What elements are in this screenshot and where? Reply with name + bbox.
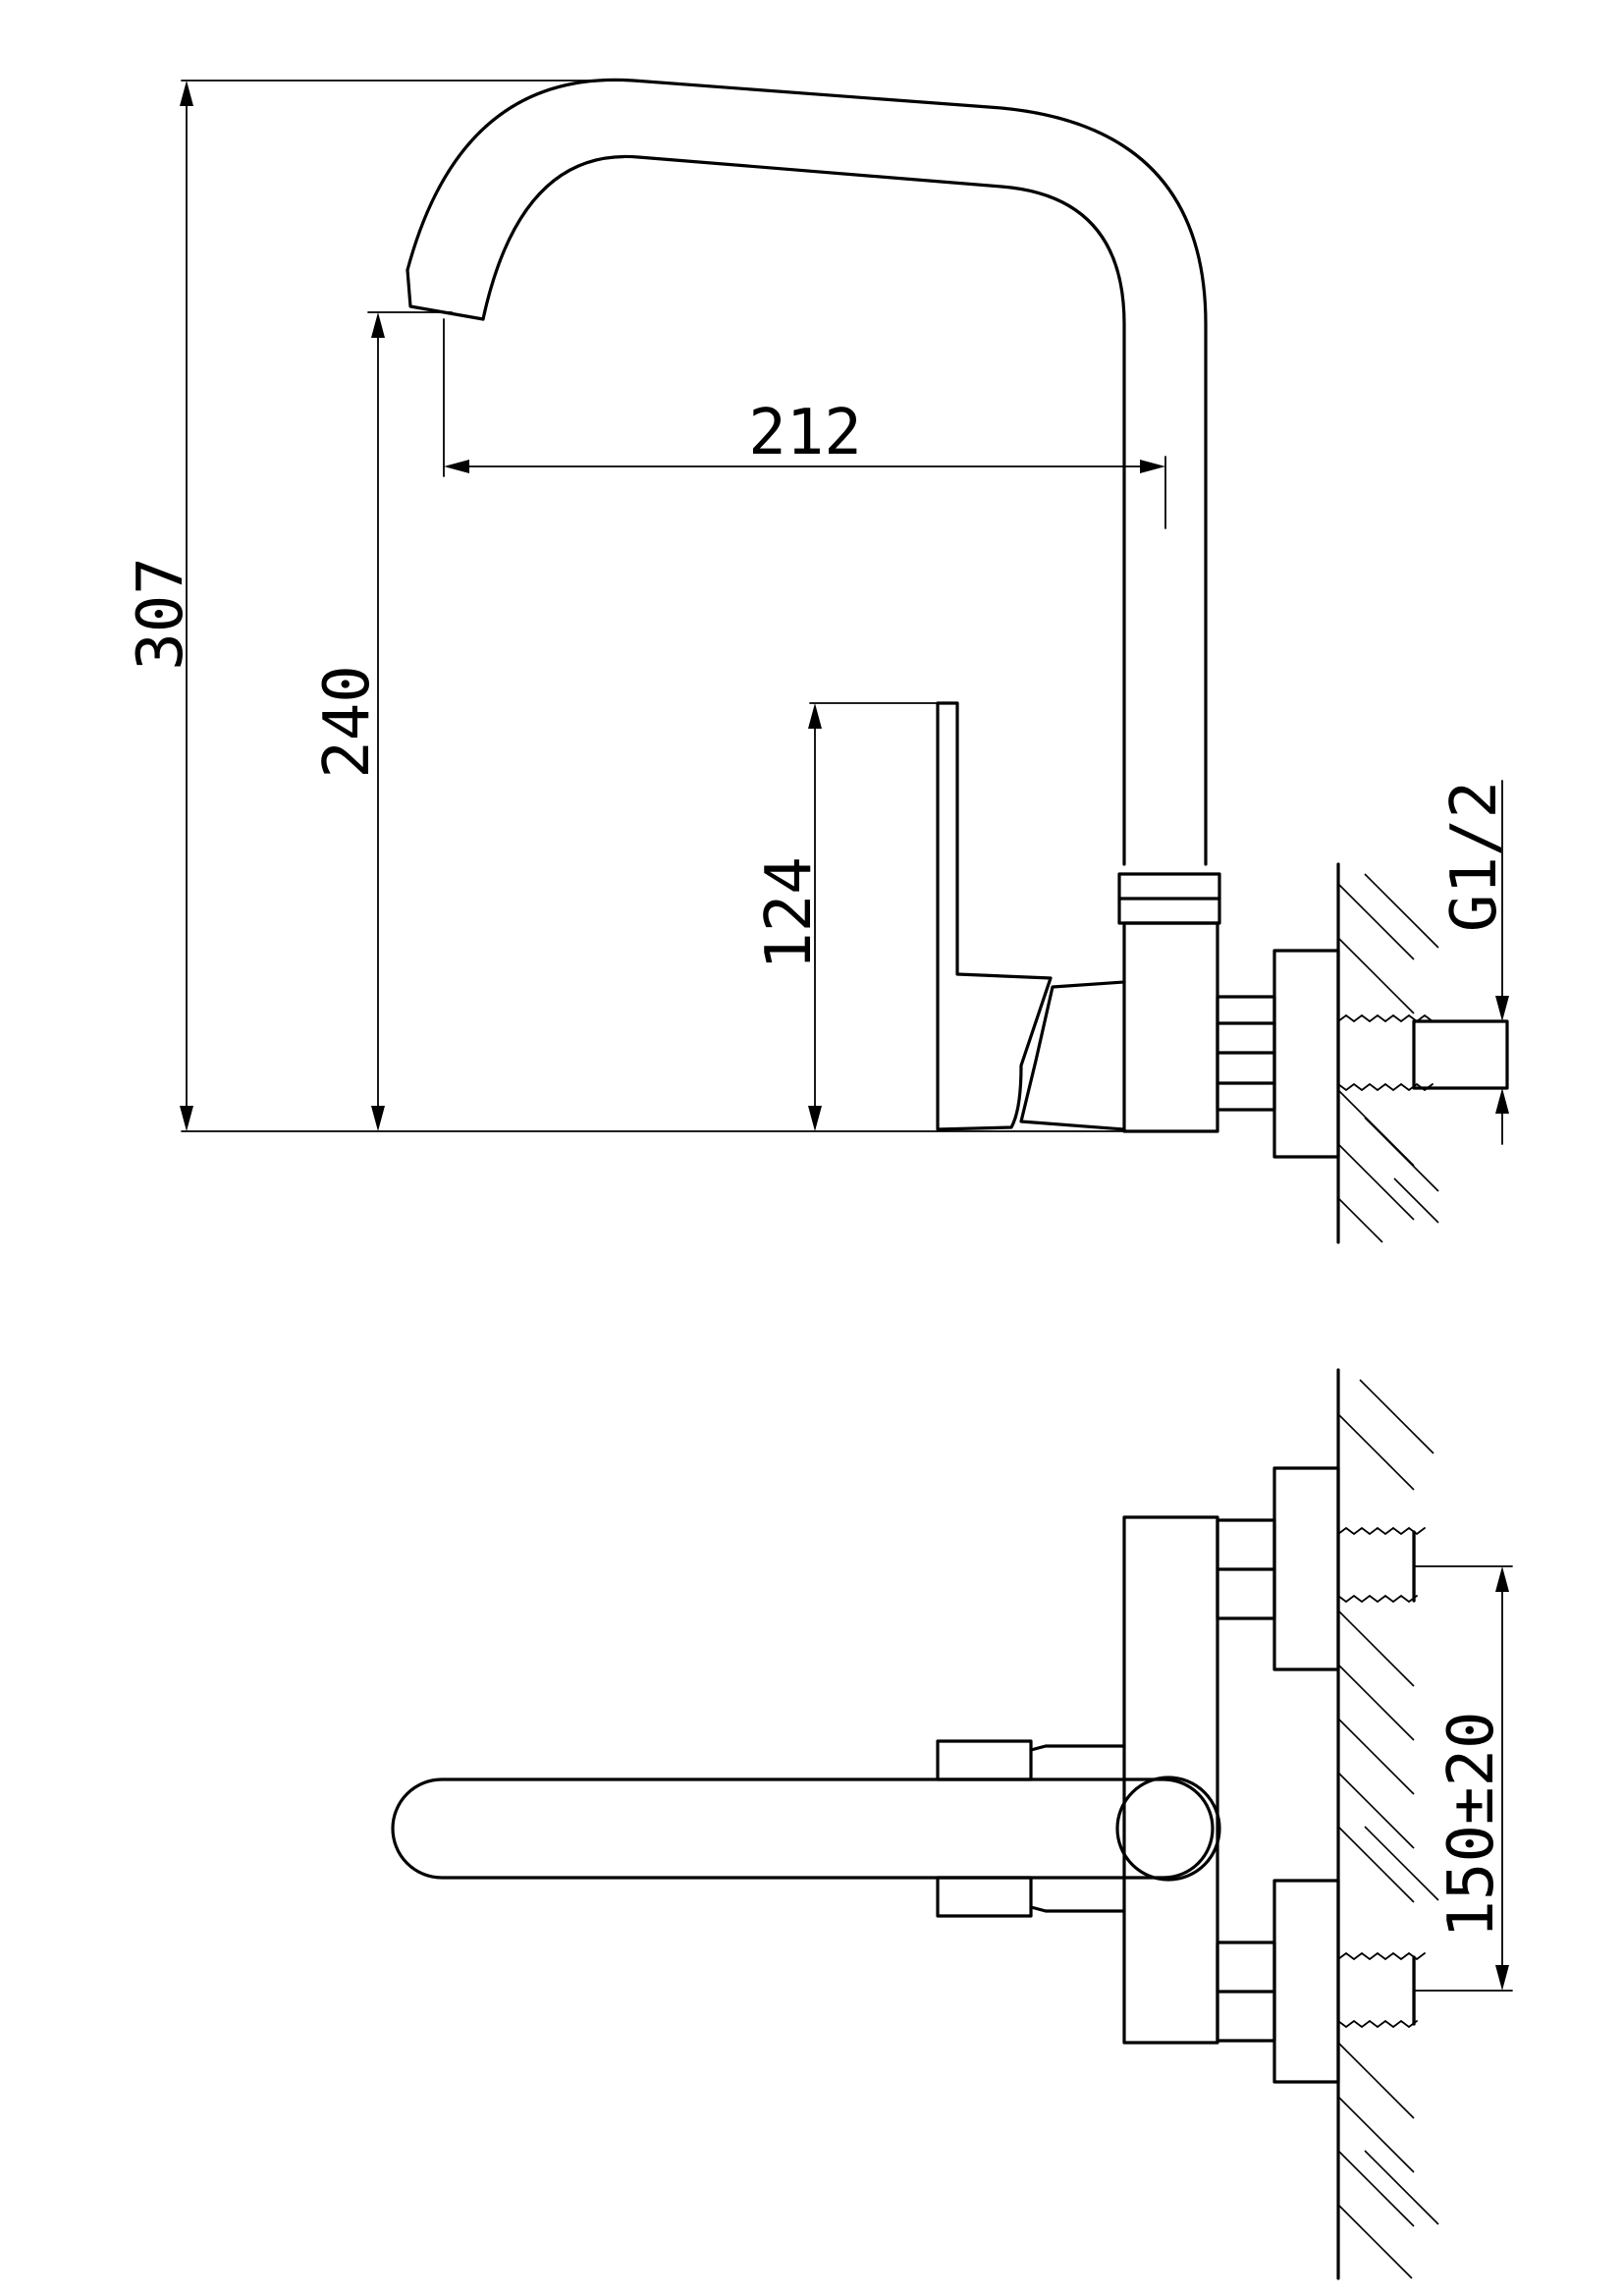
arrow-up [1495,1566,1509,1592]
cartridge-neck [1019,980,1126,1131]
arrow-up [1495,1088,1509,1114]
arrow-down [1495,996,1509,1021]
eccentric-connector-pipe [1412,1019,1509,1090]
wall-hatching [1337,873,1439,1243]
arrow-left [444,460,469,473]
arrow-right [1140,460,1165,473]
dim-center-distance: 150±20 [1435,1711,1508,1938]
lever-neck-lower [1029,1905,1126,1913]
top-view: 150±20 [391,1368,1513,2280]
arrow-down [371,1106,385,1131]
dim-spout-reach: 212 [748,397,862,469]
arrow-up [371,312,385,338]
lever-handle [936,701,1053,1131]
dim-outlet-height: 240 [311,665,384,779]
connector-thread-bottom [1337,2019,1418,2029]
spout-outer-contour [406,78,1208,866]
swivel-circle [1115,1776,1221,1882]
eccentric-connector-thread [1337,1082,1434,1092]
wall-flange-top [1272,1466,1340,1671]
wall-flange [1272,949,1340,1159]
connector-thread-bottom [1337,1951,1426,1961]
connector-thread-top [1337,1594,1418,1604]
side-view: 307 240 212 124 G1/2 [125,78,1511,1244]
arrow-up [808,703,822,729]
dim-thread: G1/2 [1438,781,1511,932]
dim-body-height: 124 [753,856,826,970]
arrow-down [1495,1965,1509,1991]
spout-plan [391,1777,1215,1880]
arrow-down [180,1106,193,1131]
lever-housing-upper [936,1739,1033,1781]
dim-total-height: 307 [125,557,197,671]
wall-hatching-top-view [1337,1379,1439,2279]
wall-flange-bottom [1272,1879,1340,2084]
spout-inner-contour [481,154,1126,866]
connector-thread-top [1337,1526,1426,1536]
lever-housing-lower [936,1876,1033,1918]
arrow-up [180,81,193,106]
mixer-body [1122,921,1219,1133]
lever-neck-upper [1029,1744,1126,1752]
spout-outlet-tip [406,268,485,321]
arrow-down [808,1106,822,1131]
